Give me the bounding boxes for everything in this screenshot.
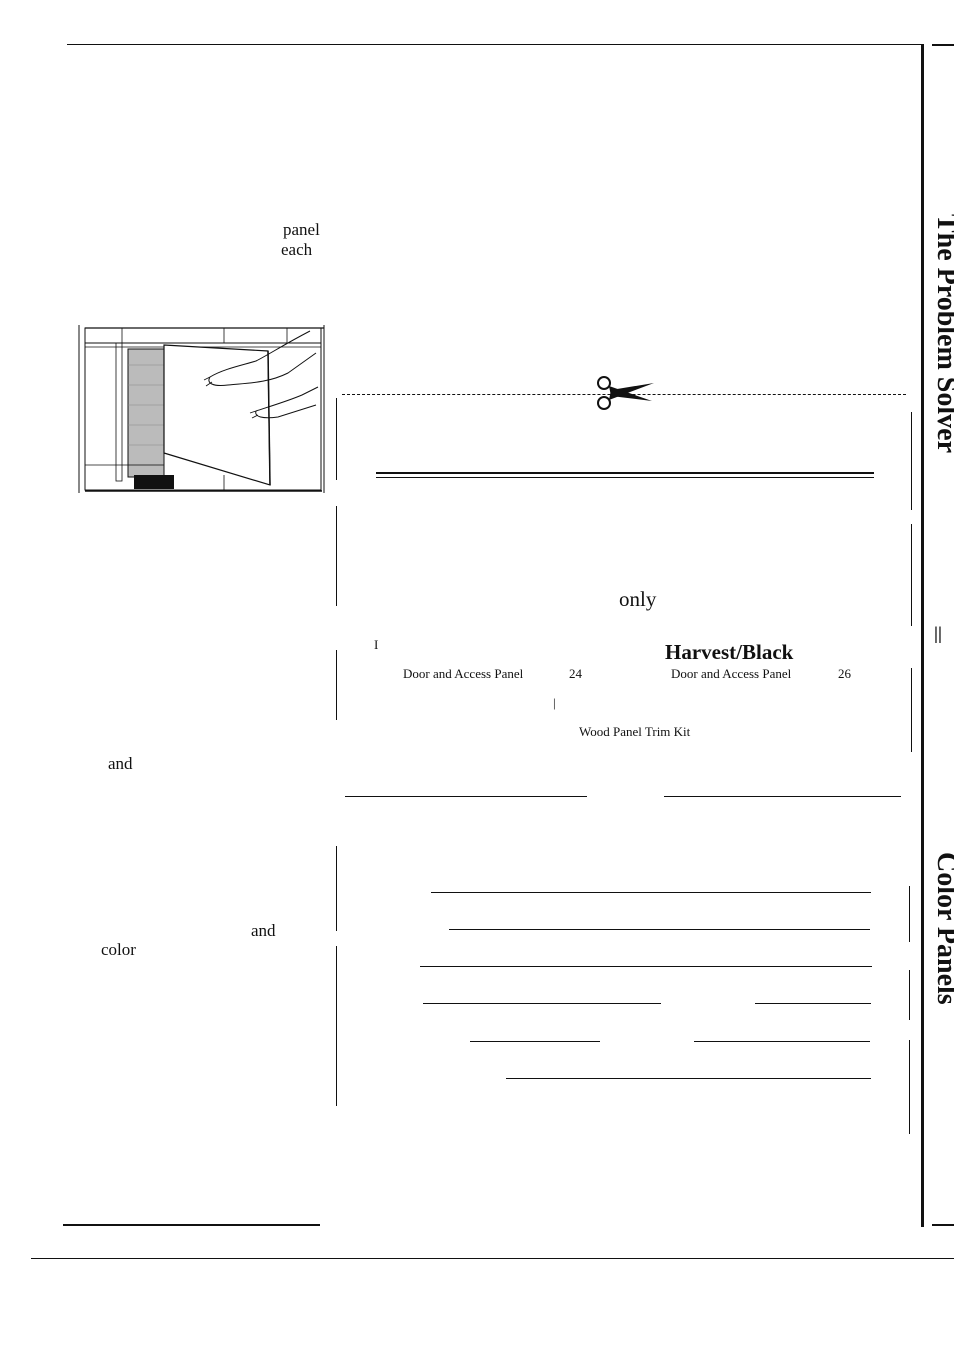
size-26: 26 bbox=[838, 666, 851, 681]
order-line-right[interactable] bbox=[664, 796, 901, 797]
form-line-1[interactable] bbox=[431, 892, 871, 893]
harvest-black-heading: Harvest/Black bbox=[665, 640, 794, 664]
coupon-bar-right-2 bbox=[911, 524, 912, 626]
sidebar-title-problem-solver: The Problem Solver bbox=[931, 214, 954, 454]
form-line-5b[interactable] bbox=[694, 1041, 870, 1042]
form-line-4b[interactable] bbox=[755, 1003, 871, 1004]
coupon-bar-left-5 bbox=[336, 946, 337, 1106]
coupon-bar-left-4 bbox=[336, 846, 337, 931]
sidebar-tick-bottom bbox=[932, 1224, 954, 1226]
order-line-left[interactable] bbox=[345, 796, 587, 797]
form-line-6[interactable] bbox=[506, 1078, 871, 1079]
coupon-bar-right-4 bbox=[909, 886, 910, 942]
coupon-mark-2: | bbox=[553, 695, 556, 710]
door-panel-installation-illustration bbox=[78, 325, 325, 493]
coupon-bar-right-6 bbox=[909, 1040, 910, 1134]
word-and-1: and bbox=[108, 754, 133, 773]
form-line-3[interactable] bbox=[420, 966, 872, 967]
word-each: each bbox=[281, 240, 313, 259]
coupon-bar-left-1 bbox=[336, 398, 337, 480]
sidebar-mark: || bbox=[934, 623, 942, 643]
size-24: 24 bbox=[569, 666, 582, 681]
sidebar-title-color-panels: Color Panels bbox=[931, 852, 954, 1005]
word-panel: panel bbox=[283, 220, 320, 239]
right-edge-rule bbox=[921, 44, 924, 1227]
door-access-panel-24-label: Door and Access Panel bbox=[403, 666, 524, 681]
coupon-mark-1: I bbox=[374, 637, 379, 652]
page-bottom-rule bbox=[31, 1258, 954, 1259]
scissors-icon bbox=[594, 375, 658, 411]
door-access-panel-26-label: Door and Access Panel bbox=[671, 666, 792, 681]
form-line-5a[interactable] bbox=[470, 1041, 600, 1042]
form-line-2[interactable] bbox=[449, 929, 870, 930]
coupon-bar-right-5 bbox=[909, 970, 910, 1020]
wood-panel-trim-kit-label: Wood Panel Trim Kit bbox=[579, 724, 691, 739]
coupon-double-rule-bottom bbox=[376, 477, 874, 478]
form-line-4a[interactable] bbox=[423, 1003, 661, 1004]
coupon-bar-right-1 bbox=[911, 412, 912, 510]
panel-illustration bbox=[78, 325, 326, 493]
coupon-bar-left-3 bbox=[336, 650, 337, 720]
word-and-2: and bbox=[251, 921, 276, 940]
coupon-double-rule-top bbox=[376, 472, 874, 474]
word-color: color bbox=[101, 940, 136, 959]
left-column-bottom-rule bbox=[63, 1224, 320, 1226]
coupon-bar-left-2 bbox=[336, 506, 337, 606]
sidebar-tick-top bbox=[932, 44, 954, 46]
word-only: only bbox=[619, 587, 657, 611]
coupon-bar-right-3 bbox=[911, 668, 912, 752]
top-rule bbox=[67, 44, 922, 45]
